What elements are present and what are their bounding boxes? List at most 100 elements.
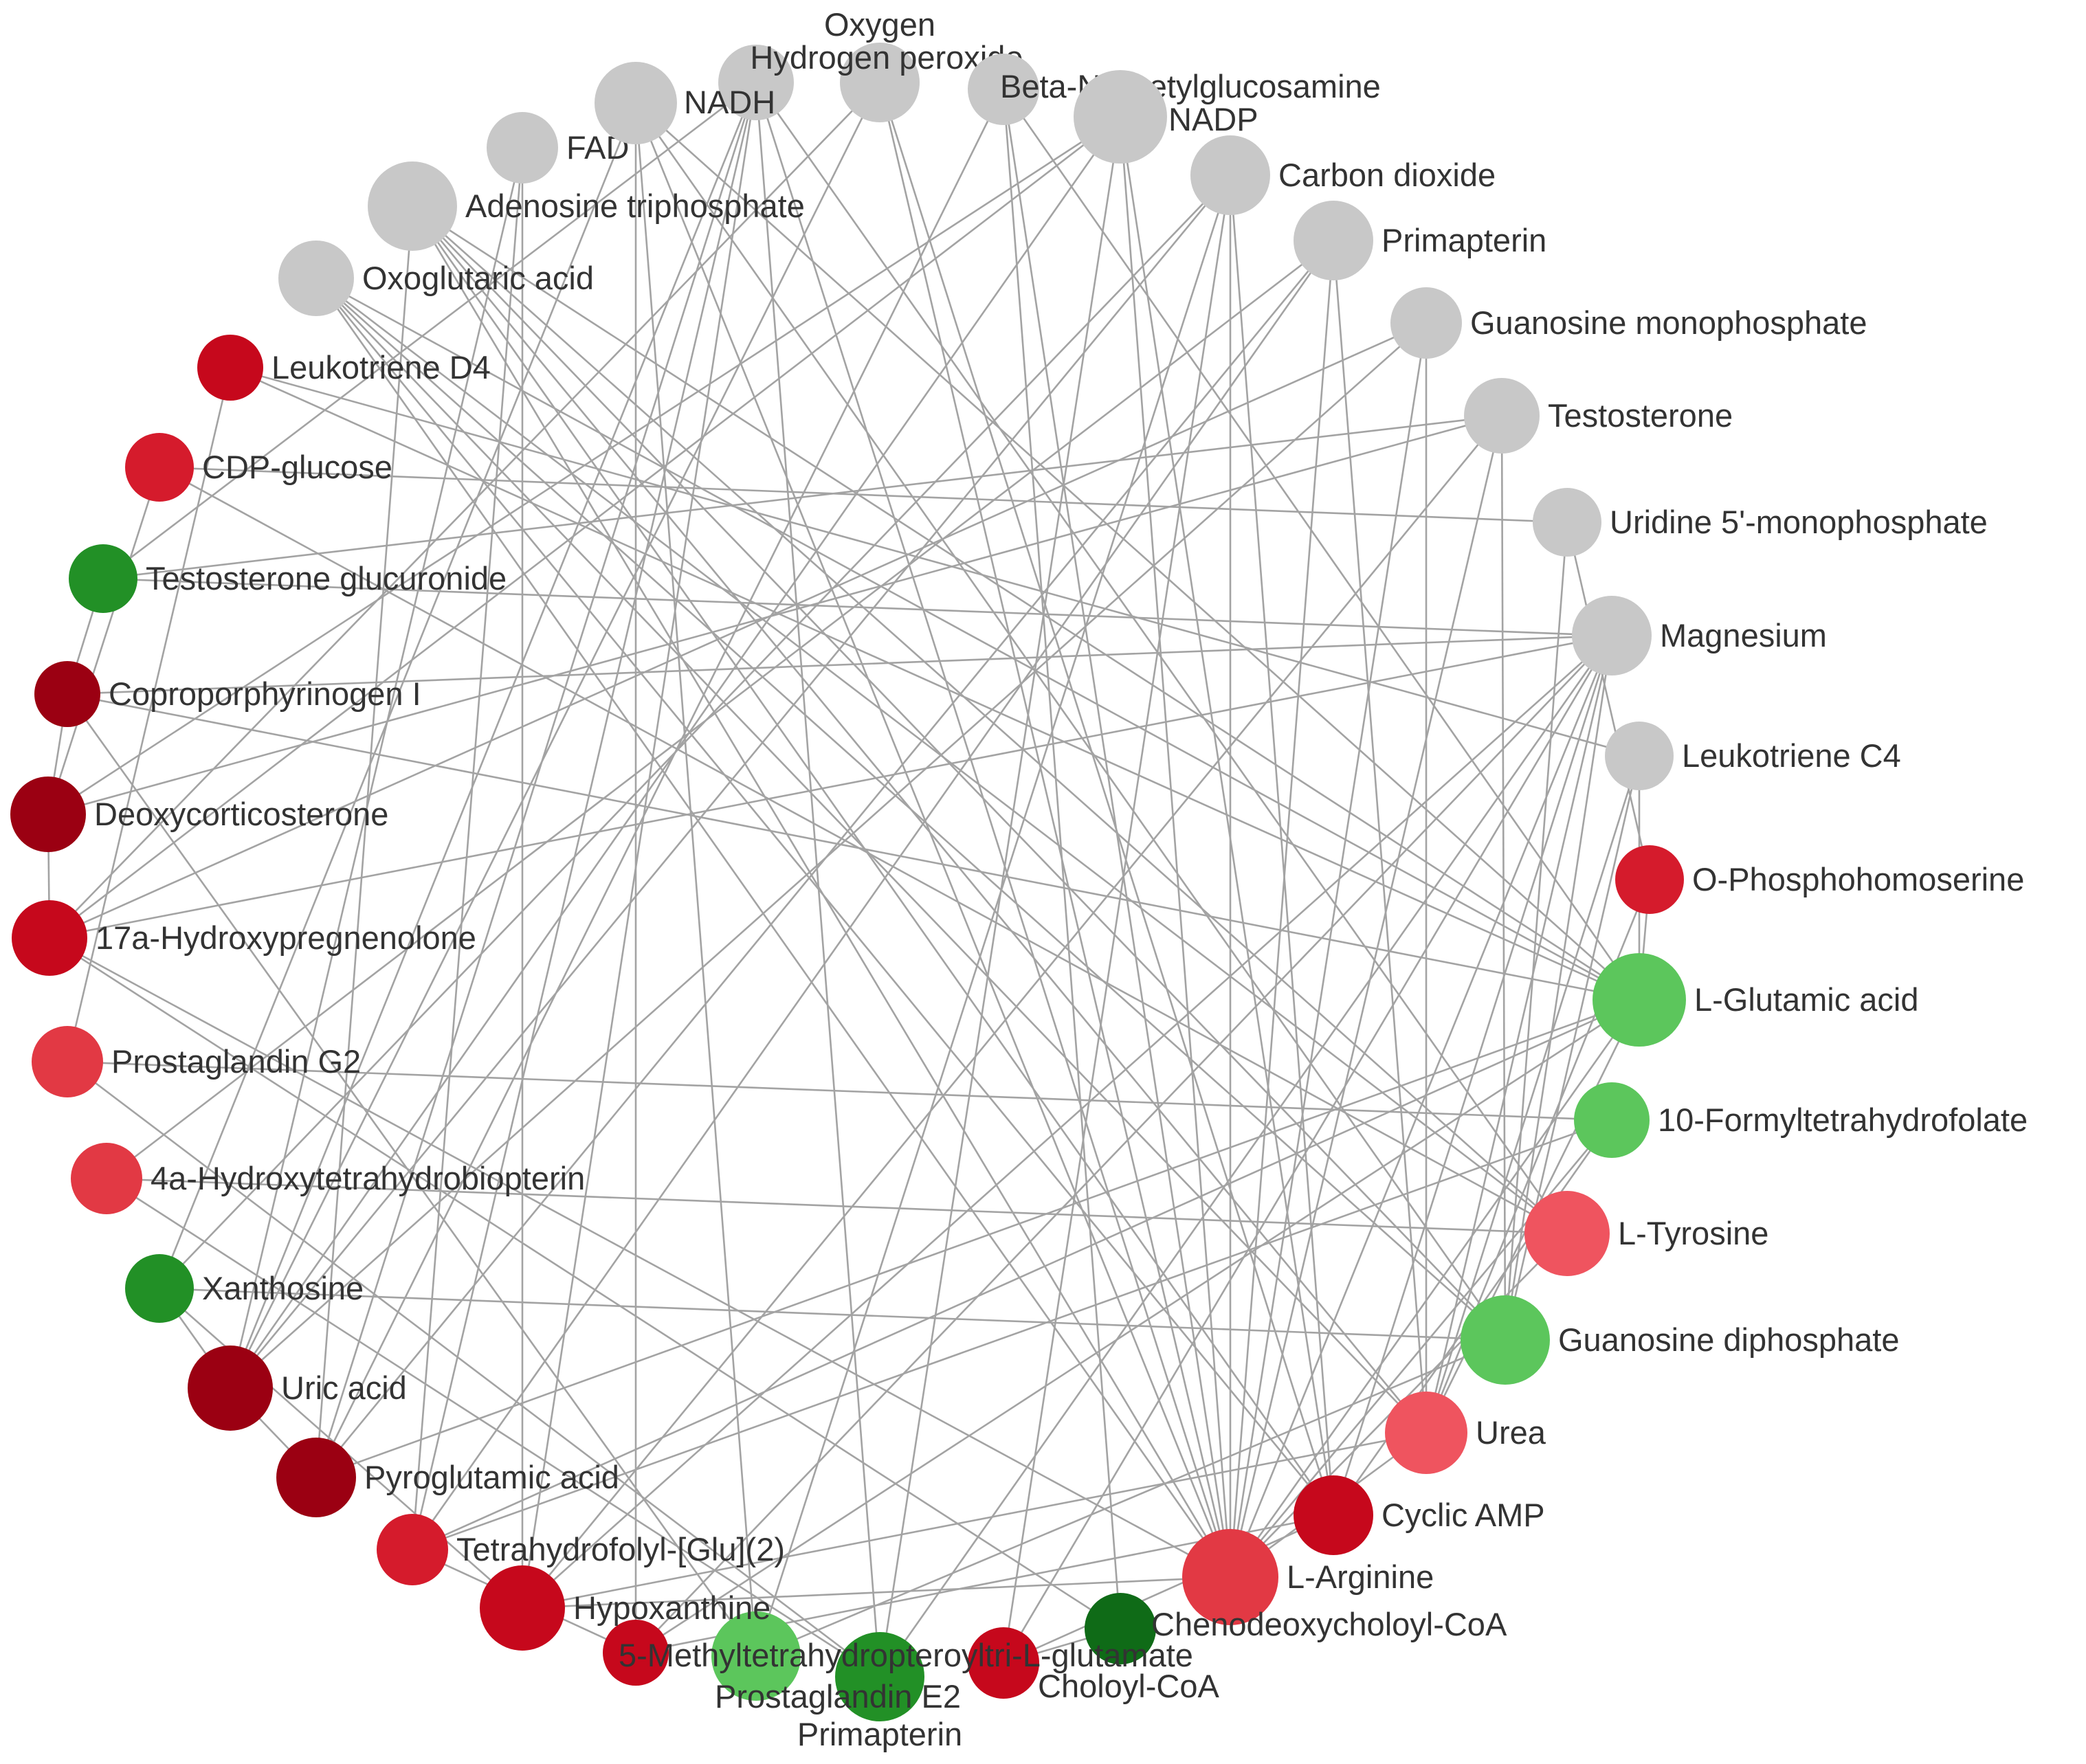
node-circle[interactable] bbox=[197, 335, 263, 401]
edge-carbon-dioxide-cyclic-amp bbox=[1229, 175, 1335, 1516]
edge-adenosine-triphosphate-cyclic-amp bbox=[411, 205, 1335, 1516]
node-circle[interactable] bbox=[1461, 1295, 1550, 1385]
node-cdp-glucose[interactable]: CDP-glucose bbox=[125, 433, 392, 502]
node-choloyl-coa[interactable]: Choloyl-CoA bbox=[968, 1627, 1219, 1704]
node-circle[interactable] bbox=[487, 112, 558, 183]
node-leukotriene-d4[interactable]: Leukotriene D4 bbox=[197, 335, 491, 401]
node-circle[interactable] bbox=[1294, 201, 1373, 280]
node-oxygen[interactable]: Oxygen bbox=[824, 6, 935, 122]
node-testosterone-glucuronide[interactable]: Testosterone glucuronide bbox=[69, 544, 507, 613]
node-circle[interactable] bbox=[125, 1254, 194, 1323]
node-label: CDP-glucose bbox=[202, 449, 392, 485]
node-coproporphyrinogen-i[interactable]: Coproporphyrinogen I bbox=[34, 661, 421, 727]
node-adenosine-triphosphate[interactable]: Adenosine triphosphate bbox=[368, 161, 805, 251]
node-label: Leukotriene D4 bbox=[271, 349, 491, 386]
node-l-tyrosine[interactable]: L-Tyrosine bbox=[1524, 1191, 1768, 1276]
edge-l-glutamic-acid-coproporphyrinogen-i bbox=[67, 693, 1640, 1001]
node-circle[interactable] bbox=[1390, 287, 1462, 359]
edge-carbon-dioxide-prostaglandin-e2 bbox=[755, 175, 1232, 1657]
node-circle[interactable] bbox=[12, 900, 87, 976]
edge-beta-n-acetylglucosamine-pyroglutamic-acid bbox=[315, 89, 1005, 1478]
node-circle[interactable] bbox=[480, 1565, 565, 1651]
node-fad[interactable]: FAD bbox=[487, 112, 629, 183]
node-l-arginine[interactable]: L-Arginine bbox=[1182, 1529, 1434, 1625]
node-circle[interactable] bbox=[32, 1026, 103, 1097]
node-circle[interactable] bbox=[1464, 378, 1540, 454]
node-circle[interactable] bbox=[377, 1514, 448, 1585]
node-circle[interactable] bbox=[1574, 1082, 1650, 1158]
node-prostaglandin-g2[interactable]: Prostaglandin G2 bbox=[32, 1026, 361, 1097]
node-circle[interactable] bbox=[278, 241, 354, 316]
node-circle[interactable] bbox=[595, 62, 677, 144]
edge-l-tyrosine-4a-hydroxytetrahydrobiopterin bbox=[106, 1177, 1568, 1235]
node-o-phosphohomoserine[interactable]: O-Phosphohomoserine bbox=[1615, 845, 2024, 914]
edge-adenosine-triphosphate-l-tyrosine bbox=[412, 205, 1568, 1234]
node-label: Choloyl-CoA bbox=[1038, 1668, 1219, 1704]
node-circle[interactable] bbox=[1524, 1191, 1610, 1276]
node-label: Prostaglandin E2 bbox=[715, 1678, 961, 1715]
node-circle[interactable] bbox=[1074, 70, 1167, 164]
edge-testosterone-glucuronide-magnesium bbox=[102, 577, 1612, 637]
node-circle[interactable] bbox=[368, 161, 457, 251]
node-tetrahydrofolyl-glu-2[interactable]: Tetrahydrofolyl-[Glu](2) bbox=[377, 1514, 785, 1585]
node-label: Magnesium bbox=[1660, 617, 1827, 654]
node-circle[interactable] bbox=[10, 777, 86, 852]
node-nadp[interactable]: NADP bbox=[1074, 70, 1258, 164]
node-circle[interactable] bbox=[840, 43, 920, 122]
node-primapterin-bottom[interactable]: Primapterin bbox=[797, 1632, 962, 1752]
node-nadh[interactable]: NADH bbox=[595, 62, 775, 144]
node-circle[interactable] bbox=[1593, 953, 1686, 1047]
node-hypoxanthine[interactable]: Hypoxanthine bbox=[480, 1565, 770, 1651]
node-10-formyltetrahydrofolate[interactable]: 10-Formyltetrahydrofolate bbox=[1574, 1082, 2028, 1158]
node-uridine-5-monophosphate[interactable]: Uridine 5'-monophosphate bbox=[1533, 488, 1988, 557]
node-beta-n-acetylglucosamine[interactable]: Beta-N-Acetylglucosamine bbox=[968, 54, 1381, 125]
edge-nadh-guanosine-diphosphate bbox=[634, 102, 1507, 1341]
node-circle[interactable] bbox=[1294, 1475, 1373, 1555]
node-circle[interactable] bbox=[71, 1143, 142, 1214]
node-oxoglutaric-acid[interactable]: Oxoglutaric acid bbox=[278, 241, 594, 316]
node-4a-hydroxytetrahydrobiopterin[interactable]: 4a-Hydroxytetrahydrobiopterin bbox=[71, 1143, 585, 1214]
node-guanosine-diphosphate[interactable]: Guanosine diphosphate bbox=[1461, 1295, 1900, 1385]
node-urea[interactable]: Urea bbox=[1385, 1392, 1546, 1474]
node-leukotriene-c4[interactable]: Leukotriene C4 bbox=[1605, 722, 1901, 790]
node-circle[interactable] bbox=[835, 1632, 924, 1721]
node-circle[interactable] bbox=[1615, 845, 1684, 914]
node-guanosine-monophosphate[interactable]: Guanosine monophosphate bbox=[1390, 287, 1867, 359]
node-carbon-dioxide[interactable]: Carbon dioxide bbox=[1190, 135, 1496, 215]
node-circle[interactable] bbox=[276, 1438, 356, 1517]
node-circle[interactable] bbox=[1190, 135, 1270, 215]
edge-deoxycorticosterone-cdp-glucose bbox=[47, 467, 161, 815]
node-primapterin-top[interactable]: Primapterin bbox=[1294, 201, 1546, 280]
node-deoxycorticosterone[interactable]: Deoxycorticosterone bbox=[10, 777, 388, 852]
node-l-glutamic-acid[interactable]: L-Glutamic acid bbox=[1593, 953, 1919, 1047]
node-magnesium[interactable]: Magnesium bbox=[1572, 596, 1827, 676]
edge-nadh-l-arginine bbox=[634, 102, 1232, 1578]
node-pyroglutamic-acid[interactable]: Pyroglutamic acid bbox=[276, 1438, 619, 1517]
node-circle[interactable] bbox=[125, 433, 194, 502]
node-circle[interactable] bbox=[1085, 1593, 1156, 1664]
node-circle[interactable] bbox=[1572, 596, 1652, 676]
node-circle[interactable] bbox=[1533, 488, 1601, 557]
node-17a-hydroxypregnenolone[interactable]: 17a-Hydroxypregnenolone bbox=[12, 900, 476, 976]
node-circle[interactable] bbox=[968, 1627, 1039, 1699]
node-circle[interactable] bbox=[603, 1620, 669, 1686]
node-circle[interactable] bbox=[1182, 1529, 1278, 1625]
node-circle[interactable] bbox=[718, 45, 794, 120]
node-circle[interactable] bbox=[188, 1346, 273, 1431]
node-5-methyltetrahydropteroyltri-l-glutamate[interactable]: 5-Methyltetrahydropteroyltri-L-glutamate bbox=[603, 1620, 1193, 1686]
node-uric-acid[interactable]: Uric acid bbox=[188, 1346, 407, 1431]
node-circle[interactable] bbox=[34, 661, 100, 727]
node-chenodeoxycholoyl-coa[interactable]: Chenodeoxycholoyl-CoA bbox=[1085, 1593, 1507, 1664]
node-circle[interactable] bbox=[1385, 1392, 1467, 1474]
edge-leukotriene-c4-urea bbox=[1425, 755, 1641, 1433]
node-circle[interactable] bbox=[69, 544, 137, 613]
node-xanthosine[interactable]: Xanthosine bbox=[125, 1254, 364, 1323]
node-prostaglandin-e2[interactable]: Prostaglandin E2 bbox=[711, 1611, 961, 1715]
node-label: Primapterin bbox=[797, 1716, 962, 1752]
node-cyclic-amp[interactable]: Cyclic AMP bbox=[1294, 1475, 1545, 1555]
node-testosterone[interactable]: Testosterone bbox=[1464, 378, 1733, 454]
node-circle[interactable] bbox=[968, 54, 1039, 125]
node-circle[interactable] bbox=[1605, 722, 1674, 790]
node-circle[interactable] bbox=[711, 1611, 801, 1701]
